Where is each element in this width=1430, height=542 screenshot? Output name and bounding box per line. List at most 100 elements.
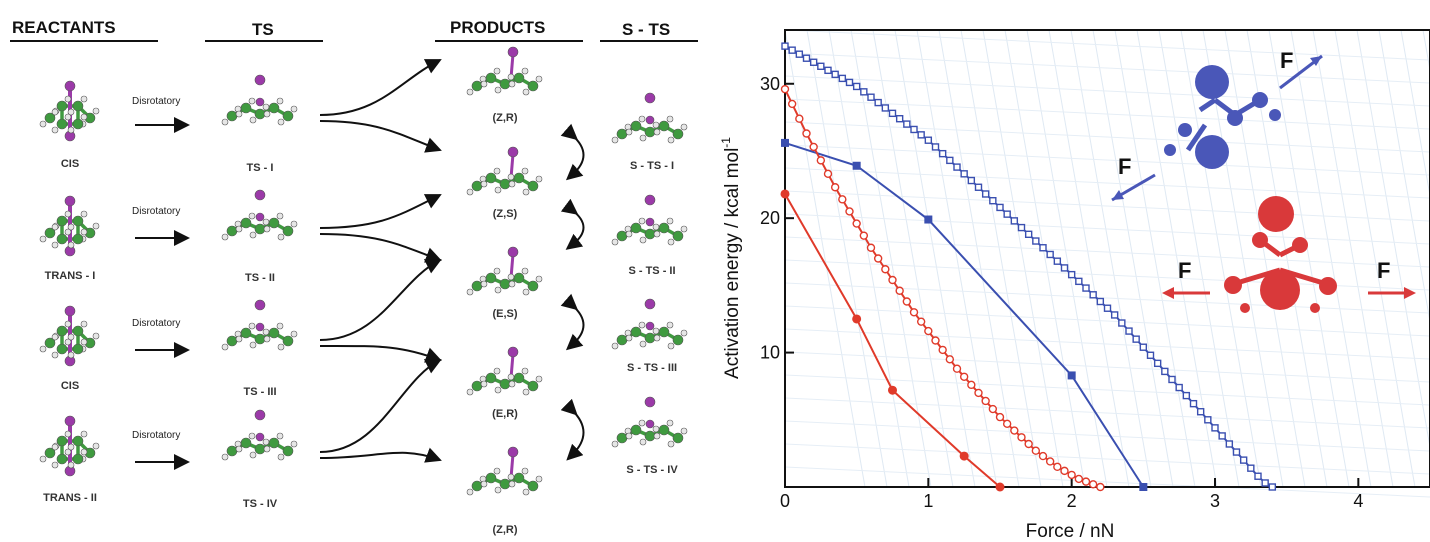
reactant-molecule-2-carbon-atom <box>56 215 68 227</box>
series-1-point <box>1067 270 1076 279</box>
series-1-point <box>1268 483 1277 491</box>
series-1-point <box>1254 472 1262 480</box>
ts-molecule-2-carbon-atom <box>254 223 266 235</box>
series-1-line <box>784 45 1273 488</box>
background-grid-line <box>784 167 1430 199</box>
product-molecule-4-hydrogen-atom <box>466 388 474 396</box>
ts-molecule-2-iodine-atom <box>255 212 265 222</box>
background-grid-line <box>784 420 1430 452</box>
sts-molecule-1-hydrogen-atom <box>625 128 633 136</box>
series-3-point <box>995 412 1005 422</box>
series-1-point <box>1096 297 1105 306</box>
series-1-point <box>1182 391 1191 400</box>
ts-molecule-1-hydrogen-atom <box>248 97 256 105</box>
reactant-molecule-3-hydrogen-atom <box>39 345 47 353</box>
reactant-molecule-4-carbon-atom <box>56 453 68 465</box>
product-molecule-5-carbon-atom <box>499 478 511 490</box>
reactant-molecule-3-carbon-atom <box>56 325 68 337</box>
reactant-label-2: TRANS - I <box>44 270 96 282</box>
product-molecule-3-hydrogen-atom <box>521 267 529 275</box>
header-sts: S - TS <box>622 20 671 39</box>
reactant-molecule-2-hydrogen-atom <box>80 228 88 236</box>
series-1-point <box>845 78 854 87</box>
series-1-point <box>860 88 868 96</box>
series-1-point <box>1153 359 1162 368</box>
reactant-molecule-4-carbon-atom <box>72 453 84 465</box>
ts-molecule-2-iodine-atom <box>254 189 266 201</box>
disrotatory-label-2: Disrotatory <box>132 206 181 217</box>
ts-molecule-3-carbon-atom <box>240 327 252 339</box>
ts-molecule-3-carbon-atom <box>226 335 238 347</box>
reactant-molecule-3-hydrogen-atom <box>64 338 72 346</box>
bifurcation-arrow-1-a <box>319 59 442 116</box>
ts-molecule-1-hydrogen-atom <box>263 110 271 118</box>
product-molecule-5-iodine-atom <box>507 446 519 458</box>
series-1-point <box>838 74 847 83</box>
sts-molecule-4-hydrogen-atom <box>611 440 619 448</box>
reactant-molecule-3 <box>39 305 100 367</box>
sts-molecule-4-hydrogen-atom <box>653 432 661 440</box>
series-1-point <box>1125 327 1133 335</box>
sts-molecule-2-carbon-atom <box>672 230 684 242</box>
series-3-point <box>931 336 940 345</box>
reactant-molecule-3-carbon-atom <box>44 337 56 349</box>
series-1-point <box>967 176 976 185</box>
x-tick-label: 2 <box>1067 491 1077 511</box>
product-molecule-3-iodine-atom <box>507 246 519 258</box>
sts-molecule-3-hydrogen-atom <box>667 342 675 350</box>
product-molecule-3-hydrogen-atom <box>535 275 543 283</box>
reactant-molecule-2-hydrogen-atom <box>64 210 72 218</box>
sts-molecule-2-hydrogen-atom <box>653 230 661 238</box>
background-grid-line <box>1180 29 1262 488</box>
sts-molecule-2-hydrogen-atom <box>625 230 633 238</box>
product-molecule-3-hydrogen-atom <box>508 280 516 288</box>
force-label-red-left: F <box>1178 258 1191 283</box>
reactant-label-4: TRANS - II <box>43 492 97 504</box>
header-products: PRODUCTS <box>450 18 546 37</box>
series-3-point <box>988 404 998 414</box>
sts-molecule-4-carbon-atom <box>672 432 684 444</box>
series-3-point <box>830 183 840 192</box>
product-molecule-5-hydrogen-atom <box>494 486 502 494</box>
ts-molecule-3-iodine-atom <box>255 322 265 332</box>
reactant-molecule-2-carbon-atom <box>72 233 84 245</box>
ts-molecule-3-hydrogen-atom <box>249 341 257 349</box>
product-molecule-3-carbon-atom <box>485 272 497 284</box>
ts-molecule-1-carbon-atom <box>282 110 294 122</box>
series-3-point <box>809 142 818 152</box>
ts-molecule-2-hydrogen-atom <box>276 212 284 220</box>
series-3-point <box>866 243 876 252</box>
sts-molecule-2-hydrogen-atom <box>652 223 660 231</box>
red-inset-atom <box>1240 303 1250 313</box>
reactant-molecule-3-hydrogen-atom <box>51 333 59 341</box>
background-grid-line <box>1356 29 1430 450</box>
ts-molecule-2-hydrogen-atom <box>248 212 256 220</box>
series-4-point <box>780 189 790 199</box>
sts-molecule-1-hydrogen-atom <box>680 123 688 131</box>
ts-molecule-2-hydrogen-atom <box>235 225 243 233</box>
series-3-point <box>916 317 926 326</box>
product-molecule-4-hydrogen-atom <box>480 380 488 388</box>
reactant-molecule-4-carbon-atom <box>44 447 56 459</box>
series-1-point <box>1003 210 1011 218</box>
sts-molecule-4-hydrogen-atom <box>680 427 688 435</box>
product-molecule-3-carbon-atom <box>471 280 483 292</box>
reactant-molecule-2-carbon-atom <box>72 215 84 227</box>
ts-molecule-2-hydrogen-atom <box>262 218 270 226</box>
reactant-molecule-3-carbon-atom <box>72 343 84 355</box>
series-2-point <box>1067 371 1076 380</box>
background-grid-line <box>1400 29 1430 199</box>
ts-molecule-4-hydrogen-atom <box>249 451 257 459</box>
reactant-molecule-2-hydrogen-atom <box>80 210 88 218</box>
reactant-molecule-1-hydrogen-atom <box>67 126 75 134</box>
series-4-point <box>852 314 862 324</box>
background-grid-line <box>784 466 1430 498</box>
red-force-arrow-head <box>1162 287 1174 299</box>
series-1-point <box>895 115 904 123</box>
series-3-point <box>1096 482 1105 492</box>
series-1-point <box>1039 244 1047 252</box>
product-molecule-4-carbon-atom <box>513 372 525 384</box>
y-tick-label: 20 <box>760 208 780 228</box>
product-molecule-4-hydrogen-atom <box>493 367 501 375</box>
series-4-point <box>995 482 1005 492</box>
